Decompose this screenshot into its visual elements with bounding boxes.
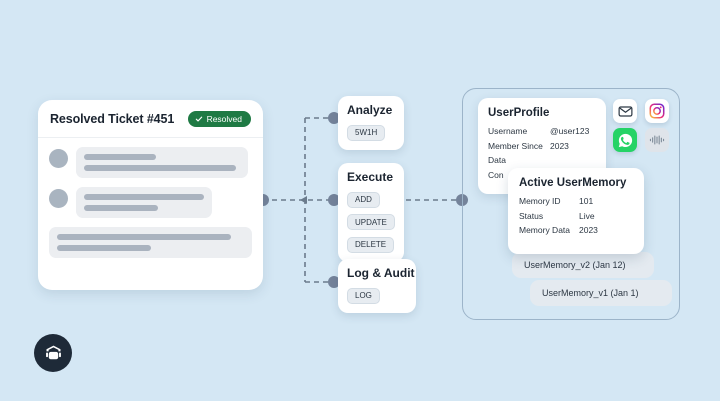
message-bubble [76,147,248,178]
row-key: Status [519,210,544,221]
profile-row-con: Con [488,170,596,180]
resolved-ticket-card[interactable]: Resolved Ticket #451 Resolved [38,100,263,290]
skeleton-bar [84,154,156,160]
message-row [49,227,252,258]
profile-row-member-since: Member Since 2023 [488,141,596,151]
node-title: Execute [347,170,394,184]
message-row [49,187,252,218]
profile-row-username: Username @user123 [488,126,596,136]
whatsapp-icon[interactable] [613,128,637,152]
instagram-icon[interactable] [645,99,669,123]
status-badge-label: Resolved [206,113,242,124]
ticket-body [38,138,263,258]
skeleton-bar [57,234,231,240]
check-icon [195,116,202,121]
skeleton-bar [84,205,158,211]
memory-row-data: Memory Data 2023 [519,225,633,235]
row-value: 2023 [579,225,598,235]
memory-row-status: Status Live [519,211,633,221]
avatar [49,149,68,168]
arrow-head [300,196,307,204]
connector-dot-log [328,276,340,288]
node-execute[interactable]: Execute ADD UPDATE DELETE [338,163,404,262]
brand-logo-icon [34,334,72,372]
ticket-header: Resolved Ticket #451 Resolved [38,100,263,138]
node-log-audit[interactable]: Log & Audit LOG [338,259,416,313]
node-analyze[interactable]: Analyze 5W1H [338,96,404,150]
skeleton-bar [84,165,236,171]
status-badge: Resolved [187,110,251,127]
voice-waveform-icon[interactable] [645,128,669,152]
message-row [49,147,252,178]
skeleton-bar [84,194,204,200]
avatar [49,189,68,208]
row-key: Member Since [488,140,543,151]
row-value: @user123 [550,126,590,136]
connector-dot-execute [328,194,340,206]
active-user-memory-card[interactable]: Active UserMemory Memory ID 101 Status L… [508,168,644,254]
memory-row-id: Memory ID 101 [519,196,633,206]
memory-version-v2[interactable]: UserMemory_v2 (Jan 12) [512,252,654,278]
node-tag-update[interactable]: UPDATE [347,214,395,230]
row-key: Con [488,169,504,180]
profile-row-data: Data [488,155,596,165]
message-bubble [49,227,252,258]
memory-version-v1[interactable]: UserMemory_v1 (Jan 1) [530,280,672,306]
row-key: Memory ID [519,196,561,206]
node-title: Log & Audit [347,266,415,280]
node-tag[interactable]: LOG [347,287,380,304]
node-tag-add[interactable]: ADD [347,191,380,208]
card-title: Active UserMemory [519,177,627,189]
row-value: 2023 [550,140,569,151]
message-bubble [76,187,212,218]
node-tag-delete[interactable]: DELETE [347,236,395,253]
row-value: 101 [579,196,594,206]
row-key: Username [488,126,528,136]
row-value: Live [579,210,595,221]
version-label: UserMemory_v1 (Jan 1) [542,288,639,298]
page-title: Resolved Ticket #451 [50,111,175,126]
skeleton-bar [57,245,151,251]
node-title: Analyze [347,103,393,117]
card-title: UserProfile [488,107,550,119]
email-icon[interactable] [613,99,637,123]
node-tag[interactable]: 5W1H [347,124,386,141]
connector-dot-analyze [328,112,340,124]
memory-panel [462,88,680,320]
version-label: UserMemory_v2 (Jan 12) [524,260,626,270]
row-key: Memory Data [519,225,571,235]
row-key: Data [488,155,506,165]
